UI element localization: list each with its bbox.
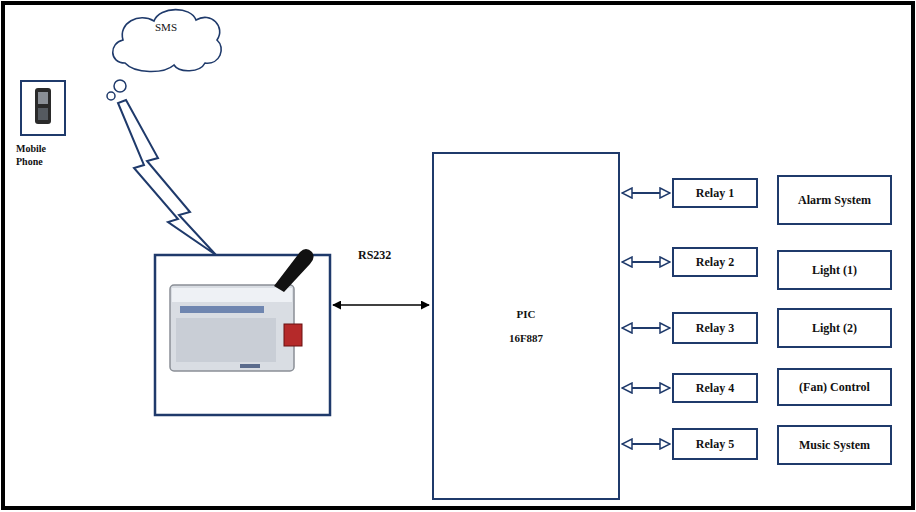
double-arrow bbox=[622, 327, 670, 329]
double-arrow bbox=[622, 387, 670, 389]
double-arrow bbox=[622, 443, 670, 445]
box-label: Light (1) bbox=[812, 263, 857, 278]
cloud-bubble bbox=[107, 92, 115, 100]
relay-box: Relay 1 bbox=[672, 178, 758, 208]
double-arrow bbox=[622, 261, 670, 263]
device-box: Music System bbox=[777, 425, 892, 465]
sms-cloud: SMS bbox=[105, 3, 227, 75]
box-label: (Fan) Control bbox=[799, 380, 870, 395]
interface-label: RS232 bbox=[358, 248, 391, 263]
cloud-outline bbox=[105, 3, 227, 75]
cloud-label: SMS bbox=[105, 21, 227, 35]
double-arrow bbox=[622, 192, 670, 194]
box-label: Music System bbox=[799, 438, 870, 453]
phone-box: Mobile Phone bbox=[20, 80, 66, 136]
frame bbox=[3, 3, 913, 508]
box-label: Alarm System bbox=[798, 193, 871, 208]
relay-box: Relay 3 bbox=[672, 312, 758, 344]
device-box: (Fan) Control bbox=[777, 368, 892, 406]
box-label: Relay 2 bbox=[696, 255, 734, 270]
relay-box: Relay 2 bbox=[672, 247, 758, 277]
box-label: Relay 3 bbox=[696, 321, 734, 336]
box-label: PIC 16F887 bbox=[509, 302, 543, 350]
box-label: Light (2) bbox=[812, 321, 857, 336]
box-label: Relay 1 bbox=[696, 186, 734, 201]
rs232-line bbox=[333, 304, 429, 306]
modem-frame bbox=[155, 255, 330, 415]
device-box: Alarm System bbox=[777, 175, 892, 225]
device-box: Light (2) bbox=[777, 308, 892, 348]
device-caption: Mobile Phone bbox=[16, 142, 46, 168]
device-box: Light (1) bbox=[777, 250, 892, 290]
phone-icon bbox=[35, 88, 51, 124]
lightning-bolt bbox=[118, 100, 216, 255]
box-label: Relay 4 bbox=[696, 381, 734, 396]
box-label: Relay 5 bbox=[696, 437, 734, 452]
relay-box: Relay 5 bbox=[672, 428, 758, 460]
cloud-bubble bbox=[114, 80, 126, 92]
gsm-modem bbox=[170, 249, 314, 371]
cloud-path bbox=[113, 10, 221, 72]
relay-box: Relay 4 bbox=[672, 373, 758, 403]
mcu-box: PIC 16F887 bbox=[432, 152, 620, 500]
